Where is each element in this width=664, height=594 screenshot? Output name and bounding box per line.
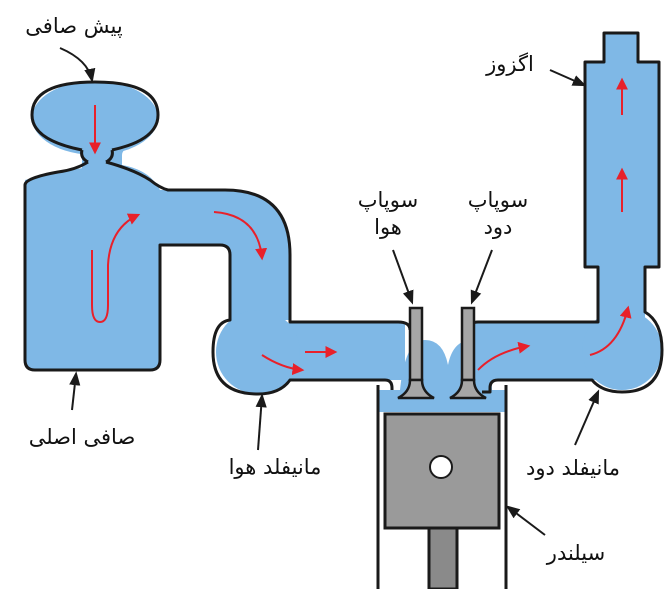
pointer-exhaust-manifold — [574, 389, 600, 446]
pointer-exhaust-pipe — [549, 69, 587, 87]
pointer-air-manifold — [255, 393, 267, 451]
flow-arrow-exhaust-port — [477, 341, 531, 371]
pointer-prefilter — [59, 47, 96, 83]
label-cylinder: سیلندر — [546, 541, 606, 565]
air-manifold-bulb — [216, 310, 300, 394]
flow-arrow-exhaust-manifold — [589, 305, 632, 356]
label-air-manifold: مانیفلد هوا — [228, 455, 322, 479]
exhaust-valve — [449, 306, 487, 400]
exhaust-riser — [599, 265, 645, 350]
pointer-intake-valve — [392, 249, 414, 305]
label-intake-valve-2: هوا — [374, 215, 402, 239]
label-exhaust-manifold: مانیفلد دود — [526, 456, 620, 480]
label-exhaust-pipe: اگزوز — [486, 52, 534, 76]
label-exhaust-valve-2: دود — [483, 215, 513, 239]
pointer-exhaust-valve — [470, 249, 493, 305]
piston-pin — [429, 455, 453, 479]
exhaust-outline — [466, 31, 664, 394]
exhaust-tip — [604, 33, 638, 63]
flow-arrow-main-filter — [91, 213, 141, 324]
intake-valve — [397, 306, 435, 400]
flow-arrow-manifold — [261, 354, 305, 376]
flow-arrow-elbow — [213, 211, 268, 261]
pointer-arrows — [59, 47, 600, 536]
pointer-cylinder — [505, 505, 546, 536]
pointer-main-filter — [69, 371, 81, 411]
label-exhaust-valve-1: سوپاپ — [467, 188, 529, 212]
label-intake-valve-1: سوپاپ — [357, 188, 419, 212]
label-pre-filter: پیش صافی — [25, 14, 123, 38]
flow-arrows — [89, 77, 632, 376]
connecting-rod — [427, 526, 459, 591]
label-main-filter: صافی اصلی — [28, 425, 136, 449]
intake-pipe — [155, 190, 290, 320]
